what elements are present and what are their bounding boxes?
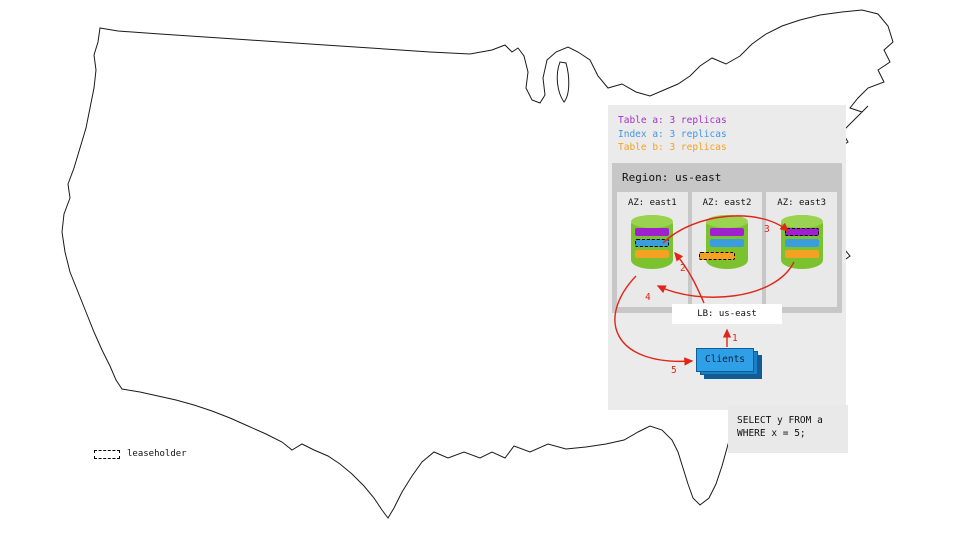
az-east3-label: AZ: east3: [777, 198, 827, 208]
load-balancer-box: LB: us-east: [672, 304, 782, 324]
region-title: Region: us-east: [622, 171, 722, 184]
az-east2: AZ: east2: [691, 192, 763, 307]
az-east3: AZ: east3: [766, 192, 838, 307]
replica-legend: Table a: 3 replicas Index a: 3 replicas …: [618, 114, 727, 155]
leaseholder-legend: leaseholder: [94, 449, 187, 459]
az-east1-label: AZ: east1: [627, 198, 677, 208]
index-a-leaseholder: [635, 239, 670, 247]
table-a-leaseholder: [784, 228, 819, 236]
query-line-1: SELECT y FROM a: [737, 415, 823, 426]
legend-table-a: Table a: 3 replicas: [618, 115, 727, 126]
clients-box: Clients: [696, 348, 754, 372]
table-b-replica: [635, 250, 670, 258]
az-east1: AZ: east1: [617, 192, 688, 307]
table-a-replica: [710, 228, 744, 236]
region-box: Region: us-east AZ: east1 AZ: east2: [612, 163, 842, 313]
table-b-replica: [784, 250, 819, 258]
index-a-replica: [710, 239, 744, 247]
az-row: AZ: east1 AZ: east2: [617, 192, 838, 307]
database-cylinder-east2: [699, 215, 748, 269]
clients-stack: Clients: [696, 348, 766, 382]
az-east2-label: AZ: east2: [702, 198, 752, 208]
query-line-2: WHERE x = 5;: [737, 428, 806, 439]
table-a-replica: [635, 228, 670, 236]
query-box: SELECT y FROM a WHERE x = 5;: [728, 405, 848, 453]
database-cylinder-east3: [780, 215, 823, 269]
great-lake-outline: [556, 61, 570, 103]
index-a-replica: [784, 239, 819, 247]
leaseholder-legend-label: leaseholder: [127, 449, 187, 459]
table-b-leaseholder: [699, 252, 735, 260]
legend-table-b: Table b: 3 replicas: [618, 142, 727, 153]
legend-index-a: Index a: 3 replicas: [618, 128, 727, 140]
database-cylinder-east1: [631, 215, 674, 269]
leaseholder-swatch-icon: [94, 449, 120, 459]
